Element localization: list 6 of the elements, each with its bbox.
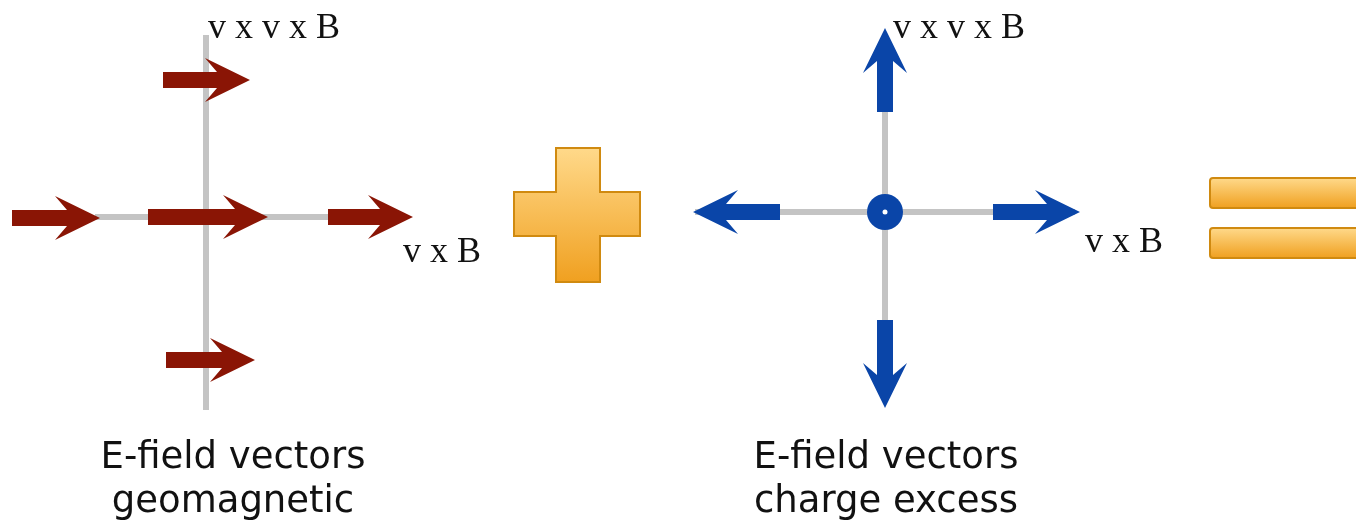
axis-label: v x B <box>1085 222 1163 258</box>
axis-label: v x B <box>403 232 481 268</box>
caption: E-field vectors charge excess <box>752 434 1020 523</box>
caption: E-field vectors geomagnetic <box>99 434 367 523</box>
axis-label: v x v x B <box>208 8 340 44</box>
axis-label: v x v x B <box>893 8 1025 44</box>
